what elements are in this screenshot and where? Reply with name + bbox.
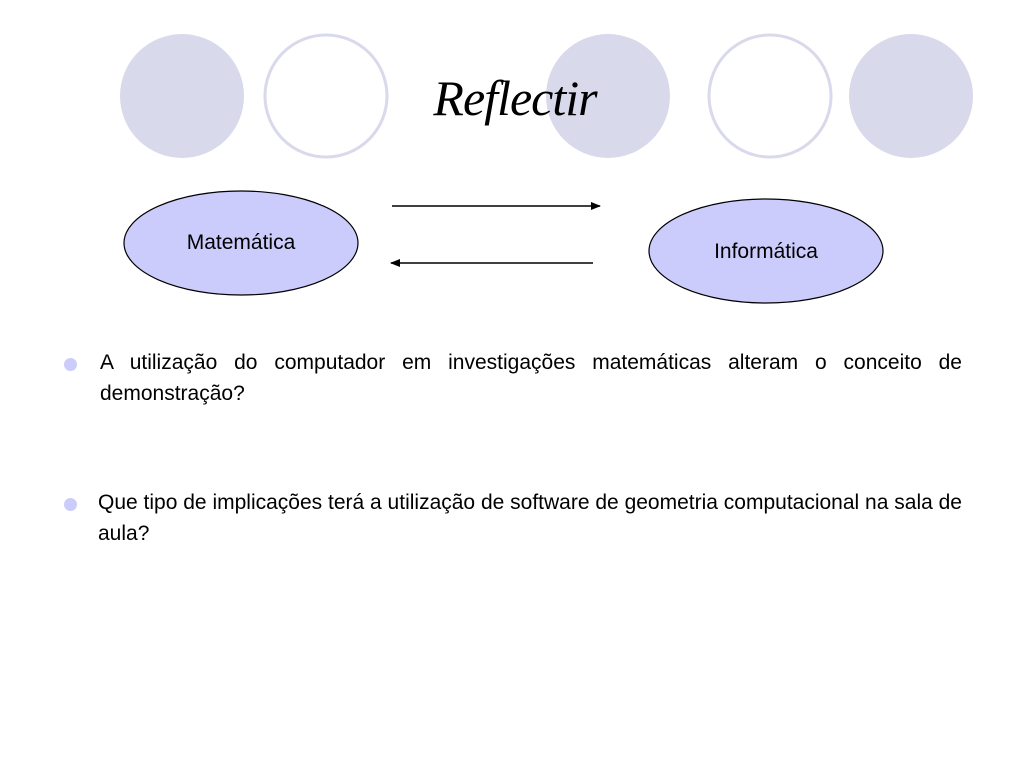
decor-circle-filled-1 — [120, 34, 244, 158]
decor-circle-filled-2 — [546, 34, 670, 158]
bullet-text: A utilização do computador em investigaç… — [100, 351, 962, 405]
bullet-dot-icon — [64, 498, 77, 511]
node-matematica-label: Matemática — [186, 231, 296, 254]
node-informatica-label: Informática — [714, 240, 818, 263]
relation-diagram — [123, 190, 884, 304]
node-informatica-shape — [648, 198, 884, 304]
bullet-text: Que tipo de implicações terá a utilizaçã… — [98, 491, 962, 545]
decor-circle-outline-1 — [263, 33, 389, 159]
node-matematica-shape — [123, 190, 359, 296]
decor-circle-outline-2 — [707, 33, 833, 159]
bullet-dot-icon — [64, 358, 77, 371]
decorative-circles — [120, 33, 973, 159]
decor-circle-filled-3 — [849, 34, 973, 158]
slide-title: Reflectir — [433, 70, 597, 126]
